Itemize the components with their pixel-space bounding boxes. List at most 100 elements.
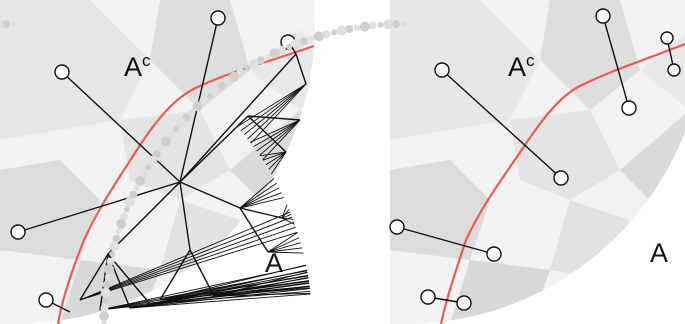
tree-edge — [259, 151, 287, 157]
boundary-tile — [124, 197, 135, 207]
left-bulk-tree — [17, 17, 311, 313]
tree-edge — [268, 151, 287, 170]
tree-edge — [107, 181, 181, 255]
boundary-tile — [123, 206, 130, 213]
tree-edge — [79, 216, 293, 301]
node — [10, 224, 26, 240]
boundary-tile — [291, 38, 302, 49]
boundary-tile — [192, 101, 203, 112]
tree-edge — [79, 231, 298, 301]
boundary-tile — [2, 20, 11, 29]
right-panel: Ac A — [99, 0, 685, 324]
boundary-tile — [336, 25, 347, 36]
tree-edge — [179, 53, 297, 183]
tree-edge — [239, 207, 283, 219]
tree-edge — [239, 182, 277, 209]
crossing-edge — [441, 69, 562, 179]
boundary-tile — [109, 241, 120, 252]
node — [553, 170, 569, 186]
boundary-tile — [158, 144, 165, 151]
boundary-tile — [104, 264, 114, 275]
tree-edge — [239, 187, 280, 209]
tree-edge — [99, 286, 310, 311]
tree-edge — [159, 249, 191, 301]
tree-edge — [149, 290, 311, 305]
tree-edge — [179, 17, 219, 183]
right-disk-background — [390, 0, 685, 324]
tree-edge — [149, 269, 308, 305]
right-complement-label: Ac — [508, 51, 535, 82]
boundary-tile — [345, 25, 354, 33]
tree-edge — [250, 119, 301, 143]
boundary-tile — [106, 257, 115, 266]
boundary-tile — [278, 45, 286, 54]
boundary-tile — [354, 24, 361, 31]
boundary-tile — [322, 30, 331, 39]
boundary-tile — [99, 311, 110, 322]
tree-edge — [267, 251, 304, 254]
node — [54, 64, 70, 80]
boundary-tile — [119, 212, 128, 221]
node — [595, 8, 611, 24]
boundary-tile — [286, 43, 293, 50]
tree-edge — [239, 197, 284, 209]
boundary-tile — [100, 287, 111, 298]
tree-edge — [281, 217, 296, 225]
boundary-tile — [383, 19, 394, 30]
tree-edge — [179, 115, 249, 183]
tree-edge — [239, 192, 282, 209]
node — [420, 289, 436, 305]
right-nodes — [389, 8, 681, 311]
tree-edge — [267, 232, 298, 253]
boundary-tile — [264, 53, 271, 60]
boundary-tile — [101, 321, 107, 324]
tree-edge — [262, 151, 287, 161]
tree-edge — [259, 119, 301, 156]
tree-edge — [247, 83, 307, 140]
left-boundary-fringe — [0, 19, 17, 30]
boundary-tile — [140, 170, 149, 178]
boundary-tile — [11, 21, 17, 27]
boundary-tile — [229, 71, 240, 82]
tree-edge — [295, 53, 307, 85]
boundary-tile — [102, 280, 111, 289]
boundary-tile — [313, 31, 324, 42]
tree-edge — [149, 274, 309, 305]
boundary-tile — [299, 37, 308, 46]
boundary-tile — [224, 78, 231, 85]
boundary-tile — [0, 19, 4, 30]
tree-edge — [99, 265, 307, 311]
boundary-tile — [129, 190, 138, 199]
boundary-tile — [166, 131, 175, 140]
boundary-tile — [161, 136, 171, 147]
boundary-tile — [176, 118, 187, 129]
boundary-tile — [147, 155, 158, 166]
boundary-tile — [377, 21, 384, 28]
tree-edge — [179, 181, 241, 209]
tree-edge — [243, 83, 307, 136]
boundary-tile — [116, 218, 127, 229]
boundary-tile — [100, 304, 109, 313]
tree-edge — [250, 83, 307, 144]
boundary-tile — [392, 20, 401, 29]
tree-edge — [179, 181, 191, 251]
node — [456, 295, 472, 311]
boundary-tile — [210, 85, 221, 96]
tree-edge — [129, 293, 311, 309]
right-region-label: A — [650, 238, 668, 268]
tree-edge — [61, 71, 181, 183]
tree-edge — [79, 253, 109, 301]
tree-edge — [267, 242, 301, 253]
tree-edge — [237, 83, 307, 127]
boundary-tile — [199, 97, 208, 106]
node — [210, 10, 226, 26]
boundary-tile — [249, 59, 259, 70]
right-boundary-fringe — [99, 19, 407, 324]
node — [38, 292, 54, 308]
tree-edge — [79, 226, 296, 301]
node — [667, 63, 681, 77]
boundary-tile — [244, 65, 251, 72]
tree-edge — [281, 204, 288, 219]
node — [434, 62, 450, 78]
